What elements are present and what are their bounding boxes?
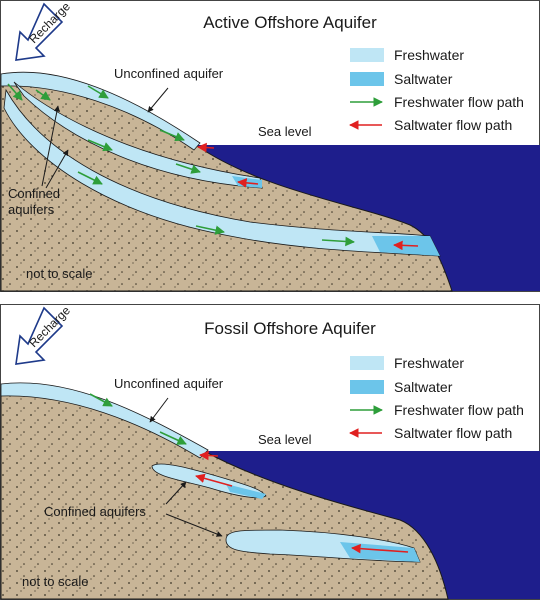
confined-pointer-lower	[45, 149, 69, 189]
confined-aquifers-label-line2: aquifers	[8, 202, 55, 217]
legend-saltwater-label: Saltwater	[394, 71, 453, 87]
active-aquifer-diagram: Recharge Active Offshore Aquifer Unconfi…	[0, 0, 540, 292]
fossil-aquifer-diagram: Recharge Fossil Offshore Aquifer Unconfi…	[0, 304, 540, 600]
unconfined-pointer	[147, 87, 169, 113]
legend-saltwater-flow-label: Saltwater flow path	[394, 117, 512, 133]
freshwater-flow-arrows	[7, 83, 355, 247]
legend: Freshwater Saltwater Freshwater flow pat…	[349, 355, 524, 441]
scale-note: not to scale	[22, 574, 89, 589]
saltwater-wedge-upper	[226, 484, 266, 499]
confined-aquifers-label: Confined aquifers	[44, 504, 146, 519]
legend: Freshwater Saltwater Freshwater flow pat…	[349, 47, 524, 133]
fossil-aquifer-panel: Recharge Fossil Offshore Aquifer Unconfi…	[0, 304, 540, 600]
unconfined-aquifer-label: Unconfined aquifer	[114, 66, 224, 81]
legend-freshwater-swatch	[350, 356, 384, 370]
confined-pointer-lower	[165, 513, 223, 537]
legend-freshwater-label: Freshwater	[394, 47, 464, 63]
active-aquifer-panel: Recharge Active Offshore Aquifer Unconfi…	[0, 0, 540, 292]
legend-freshwater-flow-label: Freshwater flow path	[394, 402, 524, 418]
saltwater-flow-arrows	[197, 142, 419, 251]
legend-saltwater-swatch	[350, 380, 384, 394]
legend-saltwater-flow-label: Saltwater flow path	[394, 425, 512, 441]
sea-level-label: Sea level	[258, 432, 312, 447]
freshwater-flow-arrows	[89, 393, 187, 445]
unconfined-aquifer	[0, 71, 201, 151]
legend-freshwater-flow-label: Freshwater flow path	[394, 94, 524, 110]
panel-title: Fossil Offshore Aquifer	[204, 319, 376, 338]
legend-saltwater-label: Saltwater	[394, 379, 453, 395]
legend-freshwater-label: Freshwater	[394, 355, 464, 371]
sea-level-label: Sea level	[258, 124, 312, 139]
confined-pointer-upper	[41, 105, 60, 187]
panel-title: Active Offshore Aquifer	[203, 13, 377, 32]
confined-pointer-upper	[165, 481, 187, 505]
unconfined-aquifer-label: Unconfined aquifer	[114, 376, 224, 391]
legend-freshwater-swatch	[350, 48, 384, 62]
legend-saltwater-swatch	[350, 72, 384, 86]
scale-note: not to scale	[26, 266, 93, 281]
confined-aquifers-label-line1: Confined	[8, 186, 60, 201]
unconfined-pointer	[149, 397, 169, 423]
saltwater-flow-arrows	[195, 450, 409, 554]
